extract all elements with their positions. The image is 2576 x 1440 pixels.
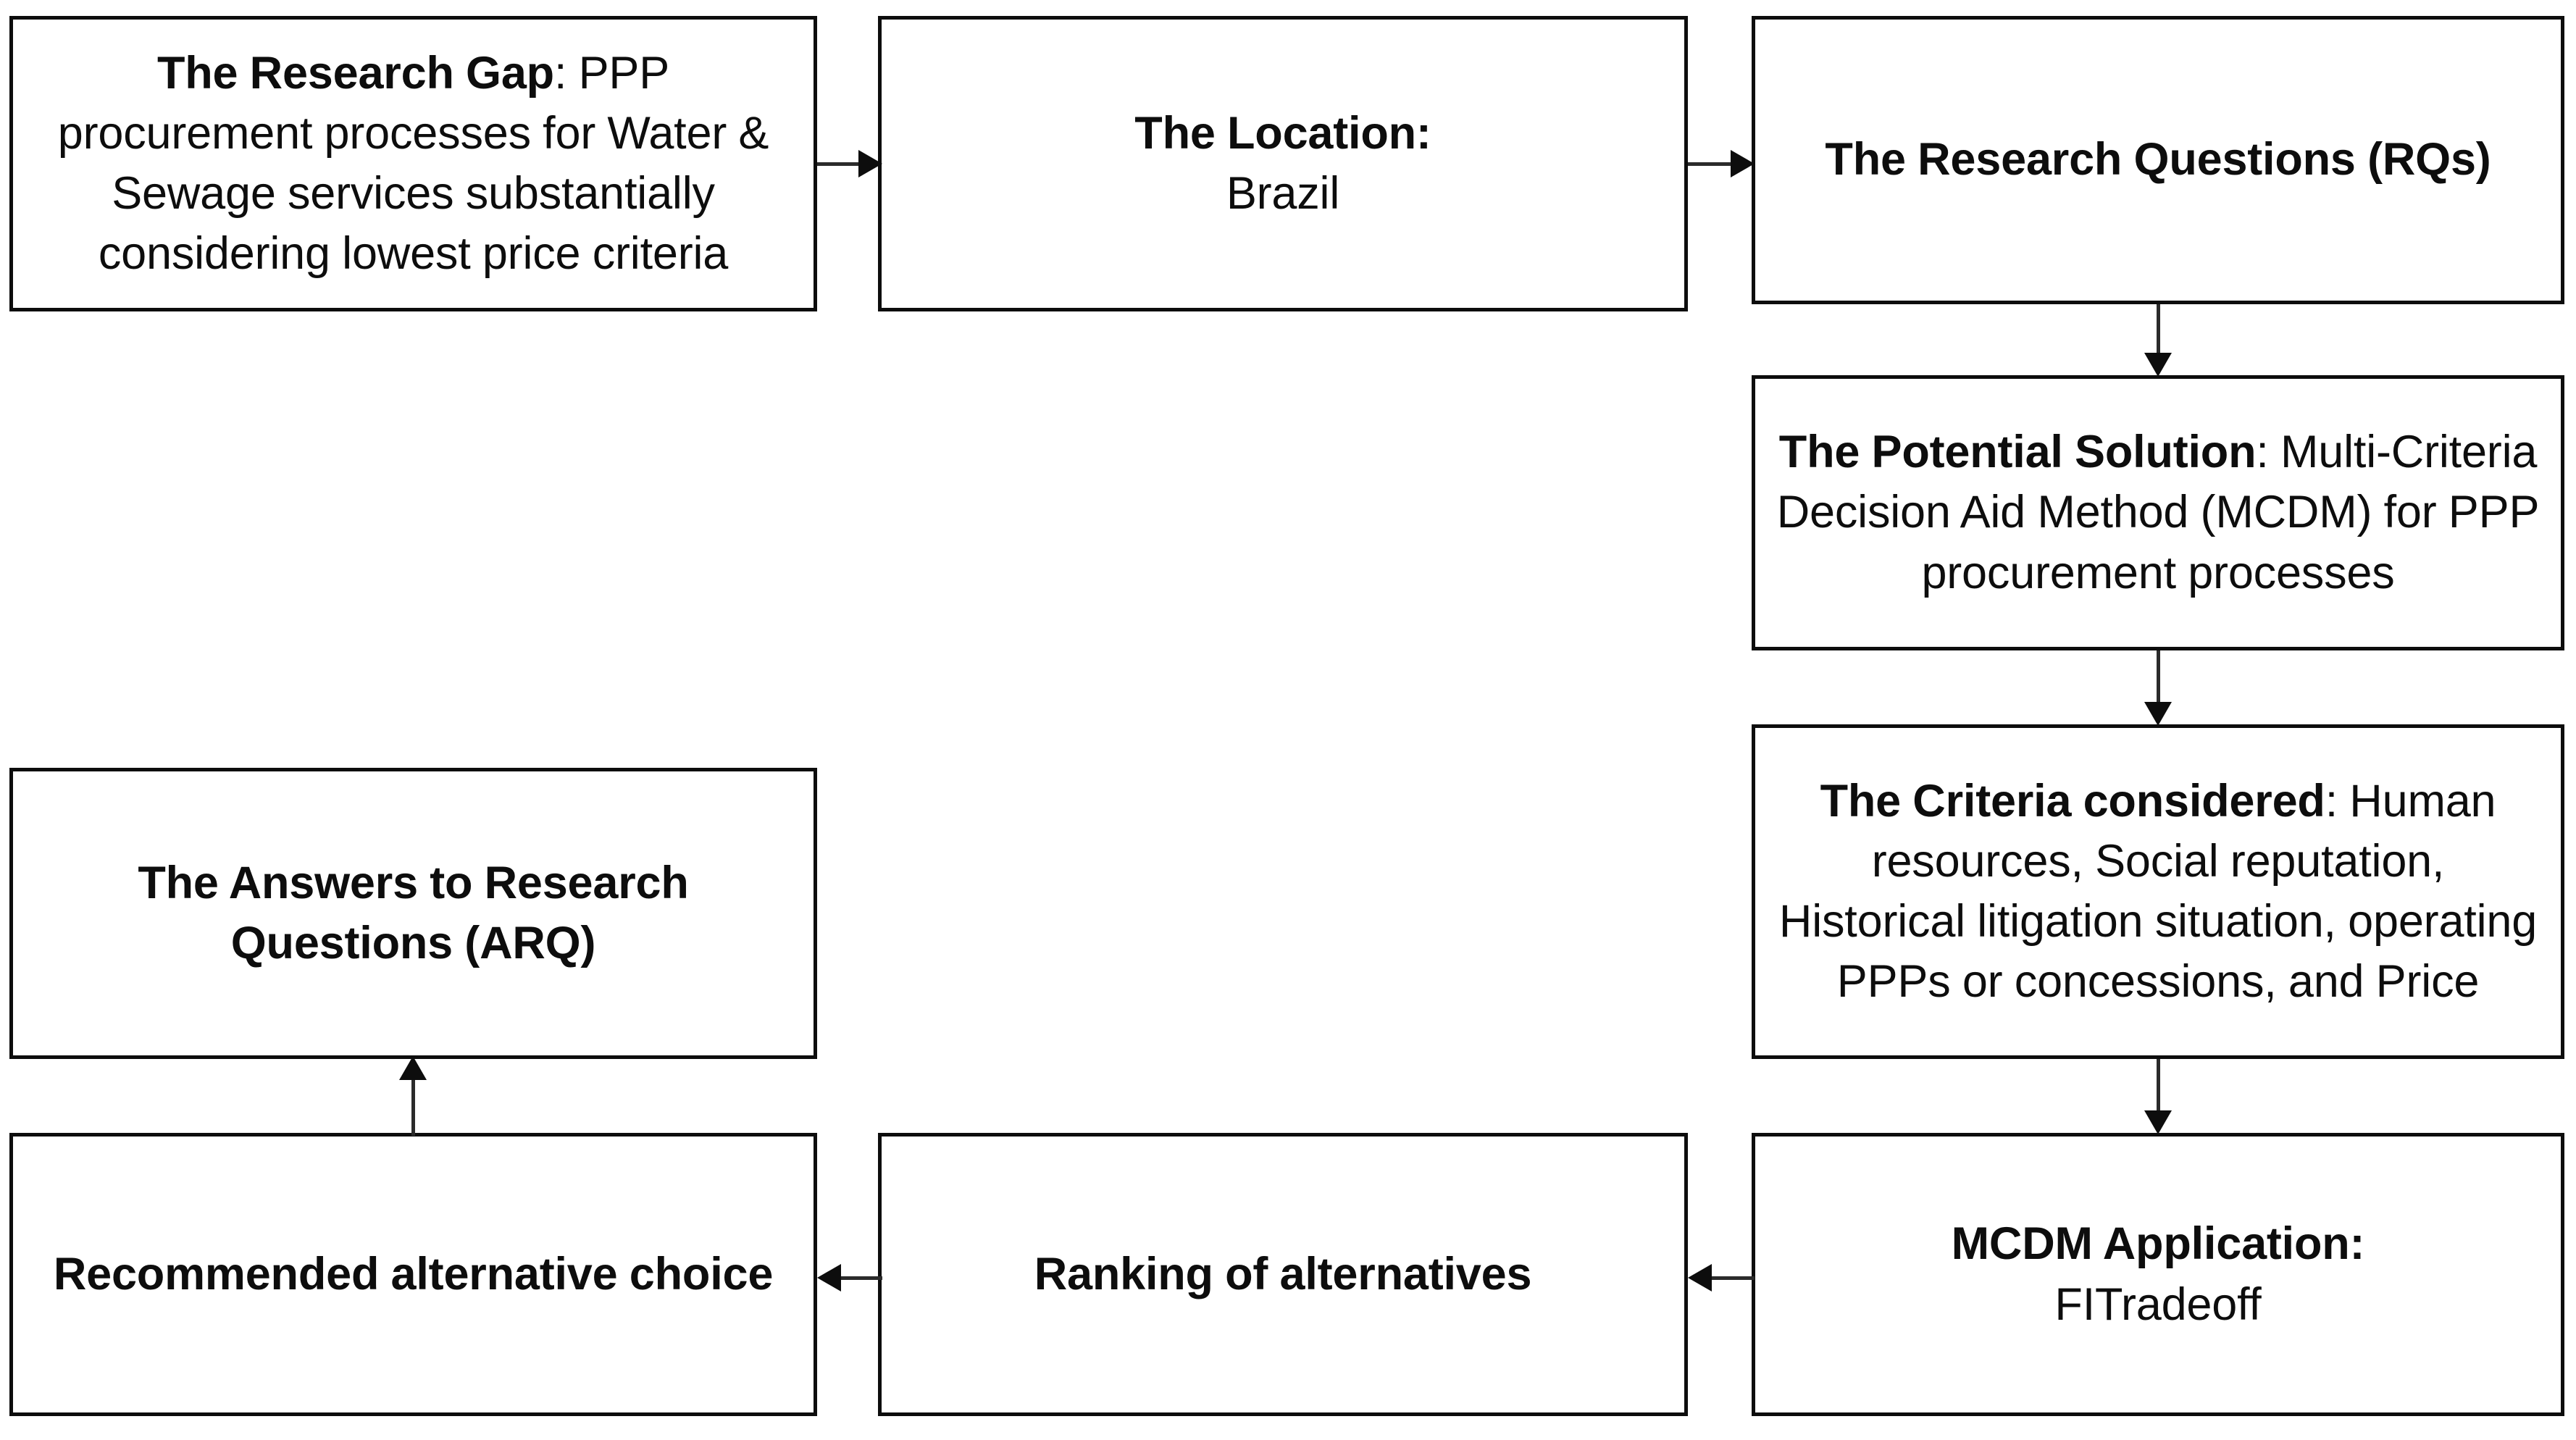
node-research-questions[interactable]: The Research Questions (RQs)	[1752, 16, 2564, 304]
edge-line	[2157, 650, 2160, 706]
arrow-head-left-icon	[817, 1264, 841, 1292]
node-recommended-alternative-choice-label: Recommended alternative choice	[53, 1248, 774, 1299]
edge-line	[2157, 1059, 2160, 1114]
edge-line	[2157, 304, 2160, 356]
node-answers-to-research-questions[interactable]: The Answers to Research Questions (ARQ)	[9, 768, 817, 1059]
node-research-gap[interactable]: The Research Gap: PPP procurement proces…	[9, 16, 817, 311]
node-mcdm-application-label-rest: FITradeoff	[2054, 1278, 2262, 1330]
node-criteria-considered-label-bold: The Criteria considered	[1820, 775, 2325, 826]
node-potential-solution-label-bold: The Potential Solution	[1778, 427, 2257, 478]
node-criteria-considered-label-rest: : Human resources, Social reputation, Hi…	[1778, 775, 2538, 1008]
edge-mcdm-application-to-ranking-of-alternatives	[1688, 1264, 1755, 1292]
node-ranking-of-alternatives[interactable]: Ranking of alternatives	[878, 1133, 1688, 1416]
node-criteria-considered-label: The Criteria considered: Human resources…	[1774, 771, 2542, 1013]
edge-line	[411, 1078, 415, 1136]
arrow-head-down-icon	[2144, 702, 2172, 726]
edge-potential-solution-to-criteria-considered	[2144, 650, 2172, 727]
edge-line	[837, 1276, 882, 1280]
edge-location-to-research-questions	[1688, 150, 1755, 177]
node-criteria-considered[interactable]: The Criteria considered: Human resources…	[1752, 724, 2564, 1059]
arrow-head-up-icon	[399, 1056, 427, 1080]
node-location-label-rest: Brazil	[1226, 168, 1340, 219]
node-potential-solution-label: The Potential Solution: Multi-Criteria D…	[1774, 422, 2542, 603]
node-ranking-of-alternatives-label: Ranking of alternatives	[1034, 1248, 1532, 1299]
edge-line	[1708, 1276, 1755, 1280]
node-research-questions-label: The Research Questions (RQs)	[1825, 134, 2491, 185]
arrow-head-down-icon	[2144, 1110, 2172, 1134]
edge-research-questions-to-potential-solution	[2144, 304, 2172, 378]
edge-criteria-considered-to-mcdm-application	[2144, 1059, 2172, 1136]
node-research-gap-label-rest: : PPP procurement processes for Water & …	[57, 47, 769, 280]
node-answers-to-research-questions-label: The Answers to Research Questions (ARQ)	[138, 857, 689, 968]
arrow-head-right-icon	[1731, 150, 1755, 177]
node-location-label: The Location: Brazil	[1134, 104, 1431, 224]
node-research-gap-label-bold: The Research Gap	[156, 47, 554, 99]
node-mcdm-application[interactable]: MCDM Application: FITradeoff	[1752, 1133, 2564, 1416]
node-location[interactable]: The Location: Brazil	[878, 16, 1688, 311]
arrow-head-left-icon	[1688, 1264, 1712, 1292]
edge-research-gap-to-location	[817, 150, 882, 177]
edge-line	[817, 162, 862, 166]
node-mcdm-application-label: MCDM Application: FITradeoff	[1952, 1214, 2365, 1334]
edge-ranking-of-alternatives-to-recommended-alternative-choice	[817, 1264, 882, 1292]
node-location-label-bold: The Location:	[1134, 107, 1431, 159]
edge-line	[1688, 162, 1734, 166]
arrow-head-right-icon	[858, 150, 882, 177]
node-potential-solution[interactable]: The Potential Solution: Multi-Criteria D…	[1752, 375, 2564, 650]
edge-recommended-alternative-choice-to-answers-to-research-questions	[399, 1056, 427, 1136]
node-potential-solution-label-rest: : Multi-Criteria Decision Aid Method (MC…	[1776, 427, 2540, 598]
node-recommended-alternative-choice[interactable]: Recommended alternative choice	[9, 1133, 817, 1416]
node-research-gap-label: The Research Gap: PPP procurement proces…	[32, 43, 795, 285]
node-mcdm-application-label-bold: MCDM Application:	[1951, 1218, 2365, 1270]
arrow-head-down-icon	[2144, 353, 2172, 377]
